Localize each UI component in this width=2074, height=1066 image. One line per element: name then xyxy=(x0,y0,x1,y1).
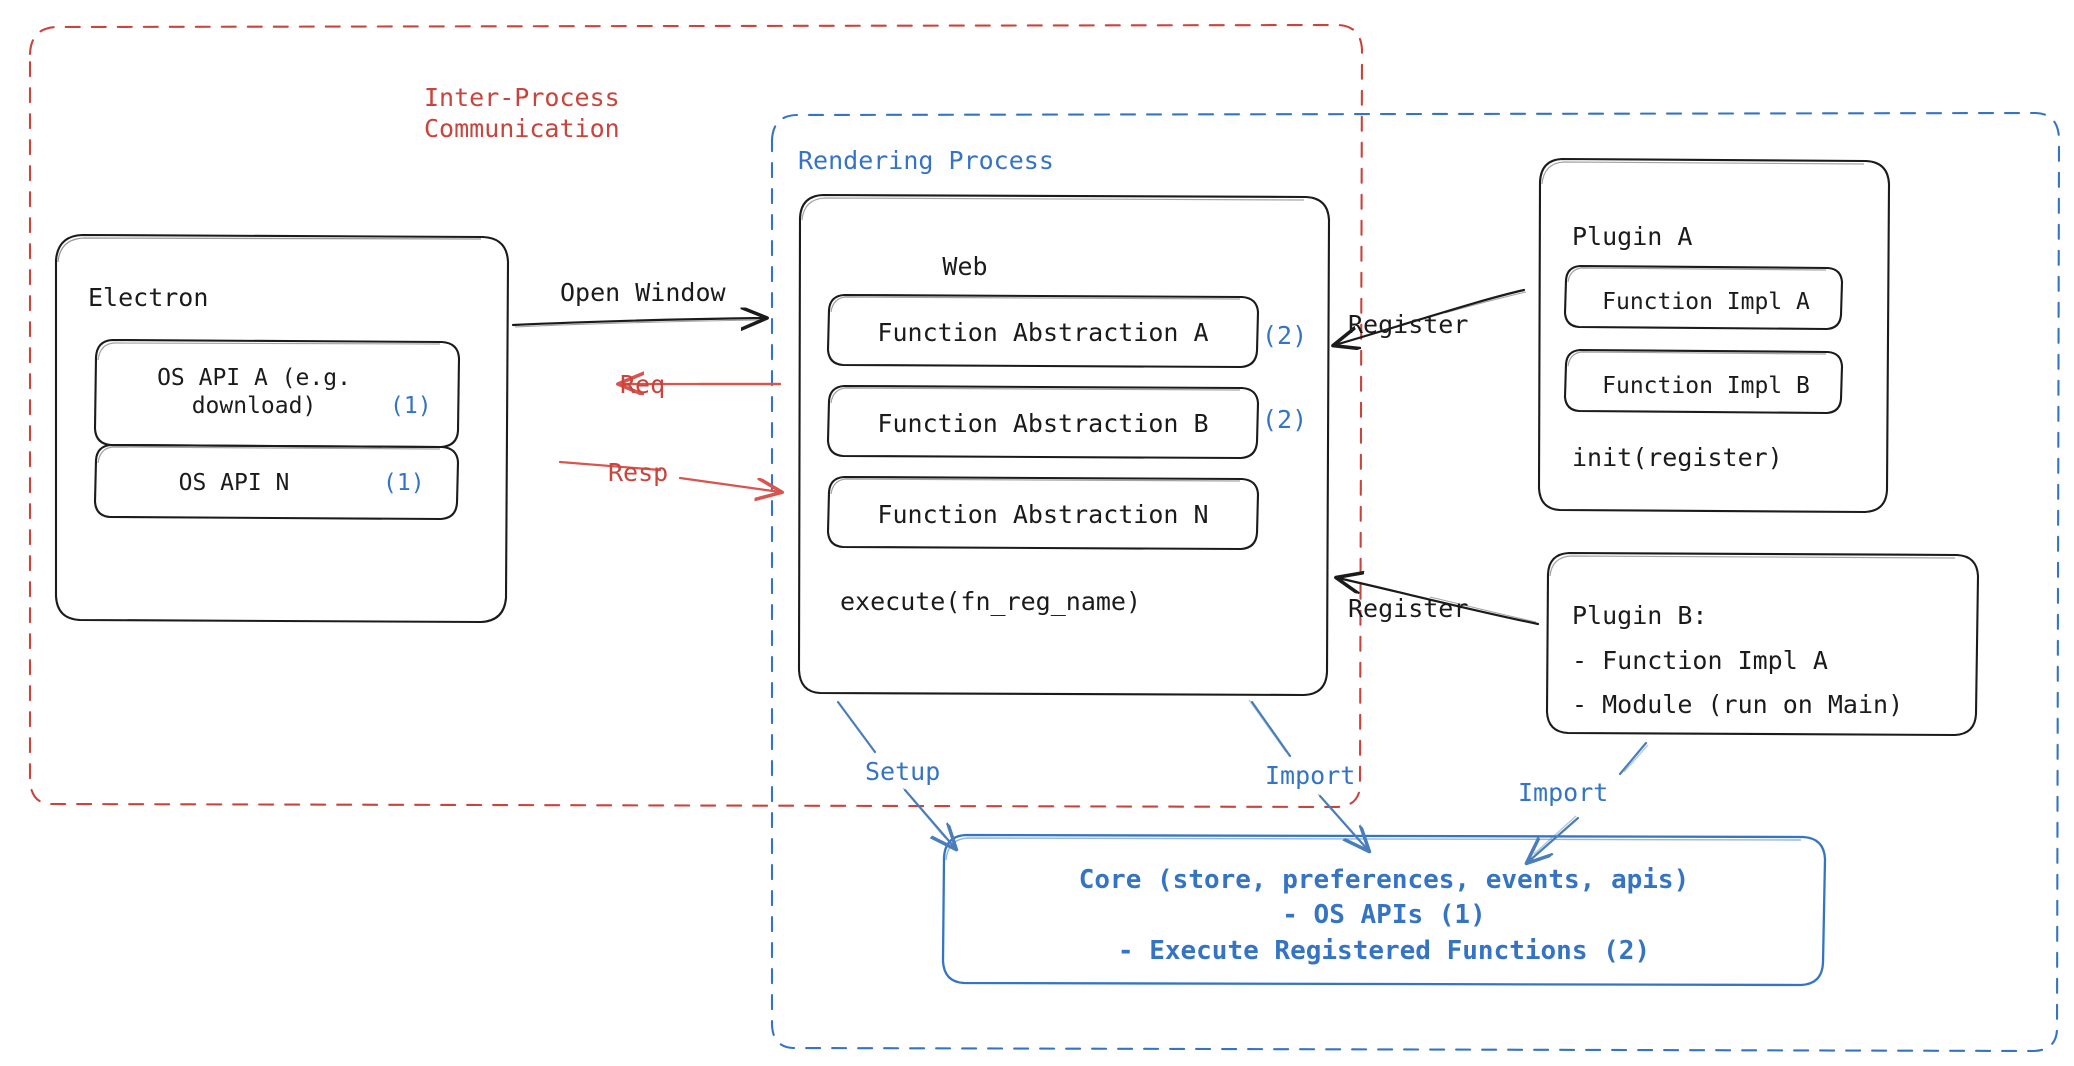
arrow-resp-label: Resp xyxy=(608,458,669,487)
function-impl-b-label: Function Impl B xyxy=(1602,373,1810,399)
arrow-resp xyxy=(558,460,780,492)
function-abstraction-b-box xyxy=(826,384,1260,460)
function-impl-b-box xyxy=(1563,348,1844,415)
function-abstraction-b-label: Function Abstraction B xyxy=(877,409,1209,438)
web-execute-footer: execute(fn_reg_name) xyxy=(840,587,1142,616)
os-api-n-marker: (1) xyxy=(383,470,425,496)
plugin-b-title: Plugin B: xyxy=(1572,601,1708,630)
arrow-register-b-label: Register xyxy=(1348,594,1469,623)
function-impl-a-box xyxy=(1563,264,1844,331)
plugin-b-line-1: - Function Impl A xyxy=(1572,646,1828,675)
core-line-1: Core (store, preferences, events, apis) xyxy=(1078,865,1690,895)
os-api-a-box xyxy=(93,338,461,449)
arrow-open-window xyxy=(511,318,765,327)
os-api-a-line1: OS API A (e.g. xyxy=(157,365,351,391)
function-abstraction-n-label: Function Abstraction N xyxy=(877,500,1209,529)
arrow-register-a xyxy=(1335,288,1527,345)
ipc-label-line2: Communication xyxy=(424,113,620,143)
os-api-n-label: OS API N xyxy=(178,470,290,496)
plugin-b-box xyxy=(1545,551,1980,737)
os-api-a-label: OS API A (e.g.download) xyxy=(104,364,404,420)
arrow-import-plugin xyxy=(1528,741,1649,862)
core-line-2: - OS APIs (1) xyxy=(1282,900,1486,930)
function-abstraction-n-box xyxy=(826,475,1260,551)
core-line-3: - Execute Registered Functions (2) xyxy=(1117,936,1651,966)
plugin-a-init-footer: init(register) xyxy=(1572,443,1783,472)
arrow-req-label: Req xyxy=(620,370,666,399)
rendering-process-container xyxy=(770,111,2061,1053)
ipc-label-line1: Inter-Process xyxy=(424,83,620,112)
electron-title: Electron xyxy=(88,283,209,312)
web-title: Web xyxy=(942,252,988,281)
function-impl-a-label: Function Impl A xyxy=(1602,289,1810,315)
arrow-register-b xyxy=(1338,578,1540,626)
function-abstraction-b-marker: (2) xyxy=(1262,405,1308,434)
arrow-register-a-label: Register xyxy=(1348,310,1469,339)
web-box xyxy=(797,193,1331,697)
os-api-a-marker: (1) xyxy=(390,393,432,419)
function-abstraction-a-marker: (2) xyxy=(1262,321,1308,350)
arrow-import-web xyxy=(1248,699,1368,850)
ipc-container xyxy=(28,23,1364,809)
arrow-setup-label: Setup xyxy=(865,757,941,786)
arrow-setup xyxy=(836,700,955,848)
function-abstraction-a-box xyxy=(826,293,1260,369)
electron-box xyxy=(54,233,510,624)
arrow-import-web-label: Import xyxy=(1265,761,1356,790)
os-api-n-box xyxy=(93,443,460,521)
function-abstraction-a-label: Function Abstraction A xyxy=(877,318,1209,347)
os-api-a-line2: download) xyxy=(191,393,317,420)
arrow-open-window-label: Open Window xyxy=(560,278,726,307)
plugin-a-box xyxy=(1537,157,1891,514)
arrow-import-plugin-label: Import xyxy=(1518,778,1609,807)
rendering-process-label: Rendering Process xyxy=(798,146,1054,175)
plugin-a-title: Plugin A xyxy=(1572,222,1693,251)
plugin-b-line-2: - Module (run on Main) xyxy=(1572,690,1904,719)
